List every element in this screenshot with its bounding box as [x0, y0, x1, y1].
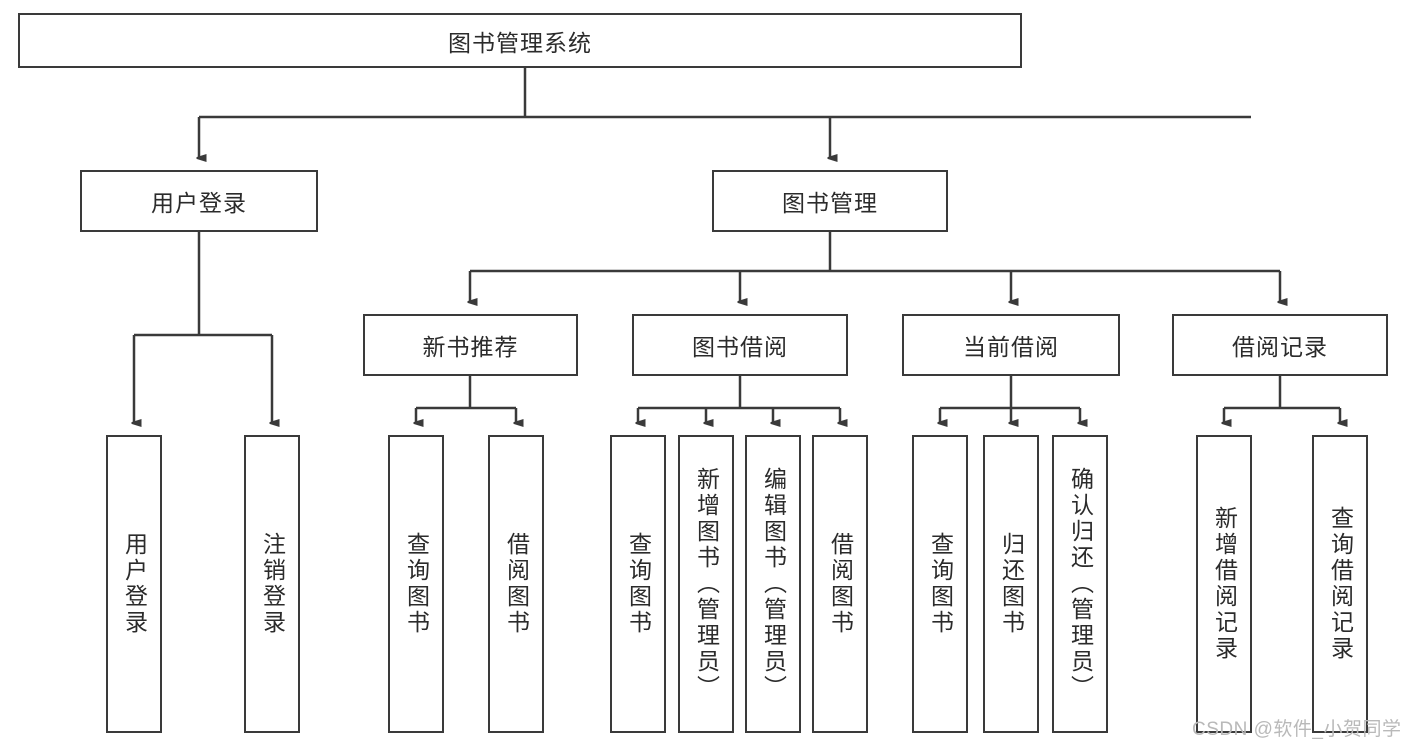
node-leaf-return-book-label: 归还图书 [998, 532, 1025, 636]
node-leaf-add-borrow-record-label: 新增借阅记录 [1211, 506, 1238, 662]
node-new-book-recommend[interactable]: 新书推荐 [363, 314, 578, 376]
node-book-manage[interactable]: 图书管理 [712, 170, 948, 232]
node-leaf-confirm-return-admin-label: 确认归还（管理员） [1067, 467, 1094, 701]
node-user-login[interactable]: 用户登录 [80, 170, 318, 232]
node-leaf-user-login-label: 用户登录 [121, 532, 148, 636]
node-borrow-record-label: 借阅记录 [1232, 334, 1328, 360]
node-leaf-query-borrow-record[interactable]: 查询借阅记录 [1312, 435, 1368, 733]
node-leaf-query-book-rec[interactable]: 查询图书 [388, 435, 444, 733]
node-borrow-record[interactable]: 借阅记录 [1172, 314, 1388, 376]
node-leaf-add-book-admin[interactable]: 新增图书（管理员） [678, 435, 734, 733]
node-leaf-add-borrow-record[interactable]: 新增借阅记录 [1196, 435, 1252, 733]
node-root-label: 图书管理系统 [448, 29, 592, 56]
node-new-book-recommend-label: 新书推荐 [422, 334, 519, 360]
node-user-login-label: 用户登录 [151, 190, 247, 216]
node-leaf-user-login[interactable]: 用户登录 [106, 435, 162, 733]
node-book-borrow-label: 图书借阅 [692, 334, 788, 360]
node-leaf-query-book-cb[interactable]: 查询图书 [912, 435, 968, 733]
watermark-text: CSDN @软件_小贺同学 [1192, 719, 1402, 740]
node-book-manage-label: 图书管理 [782, 190, 878, 216]
node-leaf-logout-login[interactable]: 注销登录 [244, 435, 300, 733]
node-leaf-borrow-book-rec-label: 借阅图书 [503, 532, 530, 636]
node-leaf-confirm-return-admin[interactable]: 确认归还（管理员） [1052, 435, 1108, 733]
node-root[interactable]: 图书管理系统 [18, 13, 1022, 68]
node-leaf-query-borrow-record-label: 查询借阅记录 [1327, 506, 1354, 662]
node-leaf-borrow-book-bb-label: 借阅图书 [827, 532, 854, 636]
node-current-borrow-label: 当前借阅 [963, 334, 1059, 360]
node-leaf-logout-login-label: 注销登录 [259, 532, 286, 636]
node-leaf-return-book[interactable]: 归还图书 [983, 435, 1039, 733]
node-leaf-query-book-cb-label: 查询图书 [927, 532, 954, 636]
node-leaf-add-book-admin-label: 新增图书（管理员） [693, 467, 720, 701]
node-leaf-query-book-bb-label: 查询图书 [625, 532, 652, 636]
node-leaf-query-book-bb[interactable]: 查询图书 [610, 435, 666, 733]
node-leaf-borrow-book-bb[interactable]: 借阅图书 [812, 435, 868, 733]
node-leaf-query-book-rec-label: 查询图书 [403, 532, 430, 636]
node-current-borrow[interactable]: 当前借阅 [902, 314, 1120, 376]
node-leaf-borrow-book-rec[interactable]: 借阅图书 [488, 435, 544, 733]
node-leaf-edit-book-admin[interactable]: 编辑图书（管理员） [745, 435, 801, 733]
node-leaf-edit-book-admin-label: 编辑图书（管理员） [760, 467, 787, 701]
node-book-borrow[interactable]: 图书借阅 [632, 314, 848, 376]
